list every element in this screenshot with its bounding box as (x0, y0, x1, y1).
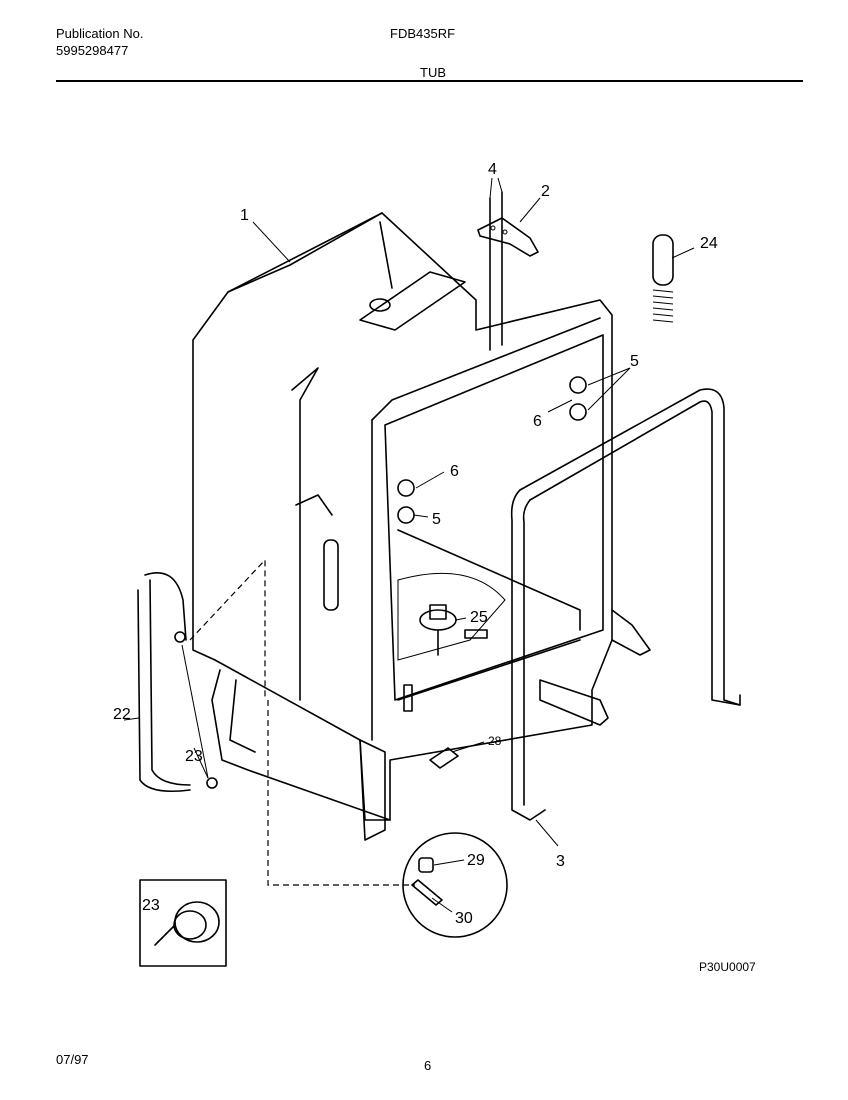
section-title: TUB (420, 65, 446, 80)
callout-30: 30 (455, 910, 473, 927)
publication-number: 5995298477 (56, 43, 129, 58)
callout-23b: 23 (142, 897, 160, 914)
footer-date: 07/97 (56, 1052, 89, 1067)
mounting-screws (489, 191, 503, 351)
hinge-bracket (477, 217, 539, 257)
callout-28: 28 (488, 734, 502, 748)
clamp-inset (139, 879, 227, 967)
callout-leaders (123, 177, 695, 913)
callout-22: 22 (113, 706, 131, 723)
callout-2: 2 (541, 183, 550, 200)
callout-5a: 5 (630, 353, 639, 370)
drain-hose (137, 572, 218, 793)
callout-3: 3 (556, 853, 565, 870)
model-number: FDB435RF (390, 26, 456, 41)
drawing-code: P30U0007 (699, 960, 756, 974)
tub-body (189, 212, 651, 886)
fitting-inset (402, 832, 508, 938)
door-gasket (510, 388, 741, 821)
callout-24: 24 (700, 235, 718, 252)
float-assembly (403, 604, 488, 712)
callout-4: 4 (488, 161, 497, 178)
callout-1: 1 (240, 207, 249, 224)
callout-29: 29 (467, 852, 485, 869)
callout-25: 25 (470, 609, 488, 626)
door-spring (652, 234, 674, 323)
header-rule (56, 80, 803, 82)
inlet-fitting (429, 747, 459, 769)
callout-6a: 6 (533, 413, 542, 430)
page-number: 6 (424, 1058, 432, 1073)
callout-5b: 5 (432, 511, 441, 528)
callout-6b: 6 (450, 463, 459, 480)
publication-label: Publication No. (56, 26, 144, 41)
callout-23a: 23 (185, 748, 203, 765)
bushings (397, 376, 587, 524)
